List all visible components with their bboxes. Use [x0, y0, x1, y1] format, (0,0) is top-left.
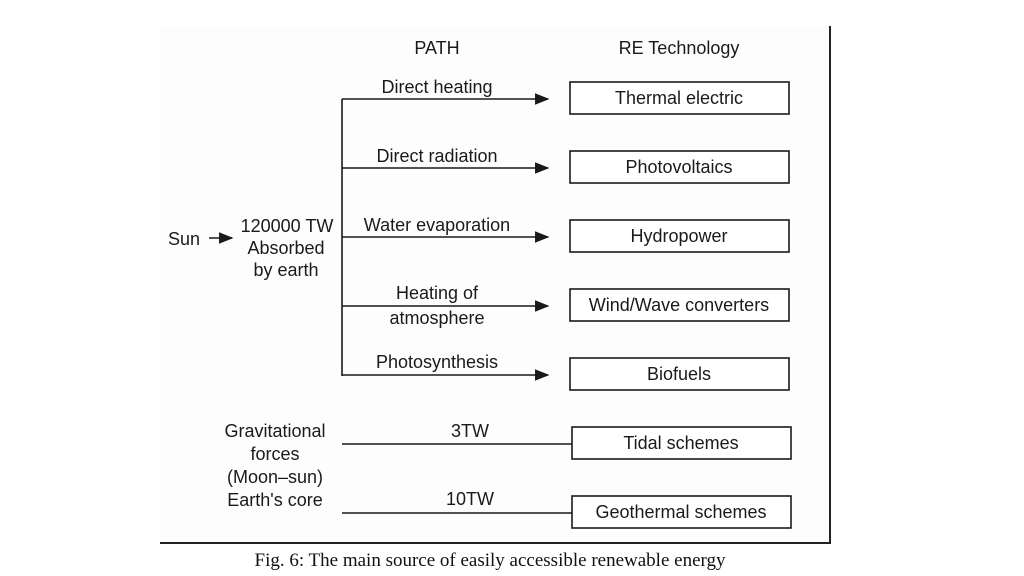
source-power: 120000 TW — [241, 216, 334, 236]
tech-box — [571, 426, 792, 460]
path-row: Photosynthesis Biofuels — [342, 352, 790, 391]
tech-label: Thermal electric — [615, 88, 743, 108]
tech-box — [569, 150, 790, 184]
header-technology: RE Technology — [619, 38, 740, 58]
tidal-power: 3TW — [451, 421, 489, 441]
path-label: Water evaporation — [364, 215, 510, 235]
source-label-line1: Gravitational — [224, 421, 325, 441]
sun-label: Sun — [168, 229, 200, 249]
tech-label: Wind/Wave converters — [589, 295, 769, 315]
tech-label: Geothermal schemes — [595, 502, 766, 522]
tech-box — [571, 495, 792, 529]
tech-label: Biofuels — [647, 364, 711, 384]
path-label-line2: atmosphere — [389, 308, 484, 328]
header-path: PATH — [414, 38, 459, 58]
path-label: Direct radiation — [376, 146, 497, 166]
figure-caption: Fig. 6: The main source of easily access… — [254, 550, 726, 571]
geothermal-row: Earth's core 10TW Geothermal schemes — [227, 489, 792, 529]
tech-label: Hydropower — [630, 226, 727, 246]
path-row: Heating of atmosphere Wind/Wave converte… — [342, 283, 790, 328]
path-label: Direct heating — [381, 77, 492, 97]
tech-box — [569, 288, 790, 322]
tech-box — [569, 357, 790, 391]
geothermal-power: 10TW — [446, 489, 494, 509]
tech-label: Photovoltaics — [625, 157, 732, 177]
absorbed-line2: by earth — [253, 260, 318, 280]
tech-label: Tidal schemes — [623, 433, 738, 453]
source-label-line3: (Moon–sun) — [227, 467, 323, 487]
path-row: Direct heating Thermal electric — [342, 77, 790, 115]
path-label-line1: Heating of — [396, 283, 479, 303]
path-row: Direct radiation Photovoltaics — [342, 146, 790, 184]
path-row: Water evaporation Hydropower — [342, 215, 790, 253]
tidal-row: Gravitational forces (Moon–sun) 3TW Tida… — [224, 421, 792, 487]
source-label-line1: Earth's core — [227, 490, 322, 510]
tech-box — [569, 81, 790, 115]
source-label-line2: forces — [250, 444, 299, 464]
tech-box — [569, 219, 790, 253]
absorbed-line1: Absorbed — [247, 238, 324, 258]
path-label: Photosynthesis — [376, 352, 498, 372]
